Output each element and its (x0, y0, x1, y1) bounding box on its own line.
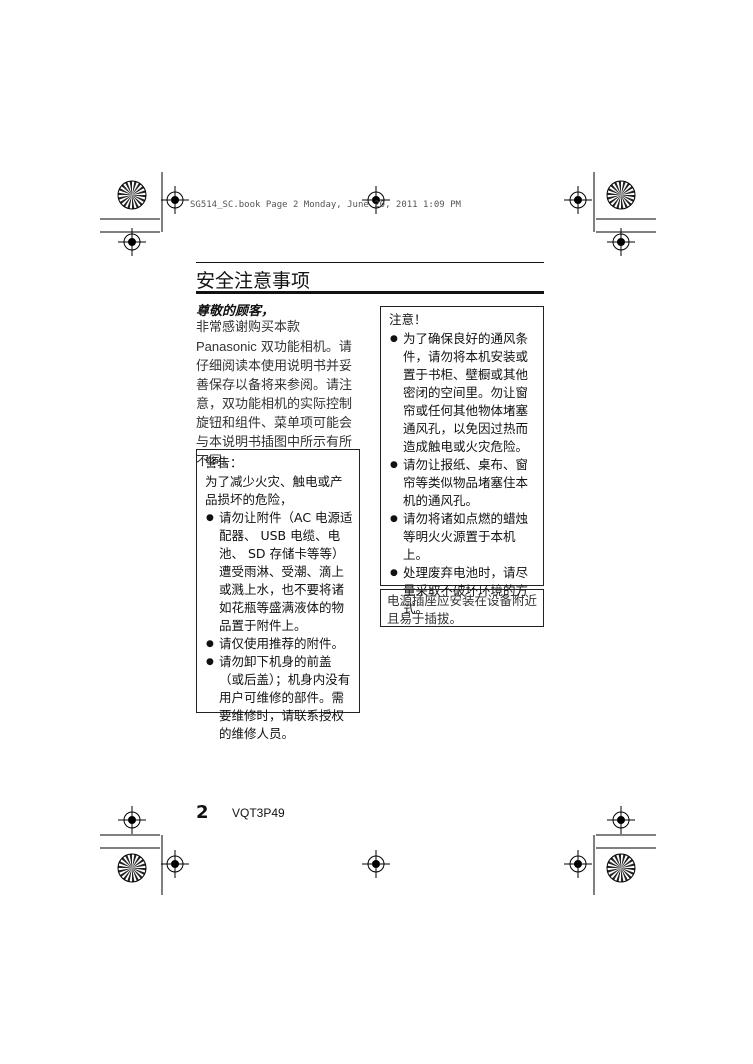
page-number: 2 (196, 802, 209, 823)
caution-item: 为了确保良好的通风条件，请勿将本机安装或置于书柜、壁橱或其他密闭的空间里。勿让窗… (389, 330, 537, 456)
intro-paragraph: 非常感谢购买本款 Panasonic 双功能相机。请仔细阅读本使用说明书并妥善保… (196, 318, 361, 471)
registration-target (118, 228, 146, 256)
caution-box: 注意！ 为了确保良好的通风条件，请勿将本机安装或置于书柜、壁橱或其他密闭的空间里… (380, 306, 544, 616)
star-target (606, 853, 636, 883)
registration-target (607, 228, 635, 256)
page-title: 安全注意事项 (196, 270, 311, 292)
registration-target (362, 850, 390, 878)
star-target (606, 180, 636, 210)
star-target (117, 180, 147, 210)
warning-lead: 为了减少火灾、触电或产品损坏的危险， (205, 474, 343, 507)
warning-heading: 警告： (205, 455, 243, 470)
registration-target (564, 186, 592, 214)
registration-target (161, 186, 189, 214)
caution-heading: 注意！ (389, 312, 427, 327)
warning-item: 请勿卸下机身的前盖（或后盖）；机身内没有用户可维修的部件。需要维修时，请联系授权… (205, 653, 353, 743)
intro-brand: Panasonic (196, 339, 257, 354)
greeting: 尊敬的顾客， (196, 304, 275, 319)
registration-target (161, 850, 189, 878)
warning-list: 请勿让附件（AC 电源适配器、 USB 电缆、电池、 SD 存储卡等等）遭受雨淋… (205, 509, 353, 743)
book-header-line: SG514_SC.book Page 2 Monday, June 20, 20… (190, 200, 461, 210)
caution-list: 为了确保良好的通风条件，请勿将本机安装或置于书柜、壁橱或其他密闭的空间里。勿让窗… (389, 330, 537, 618)
caution-item: 请勿让报纸、桌布、窗帘等类似物品堵塞住本机的通风孔。 (389, 456, 537, 510)
warning-item: 请勿让附件（AC 电源适配器、 USB 电缆、电池、 SD 存储卡等等）遭受雨淋… (205, 509, 353, 635)
warning-box: 警告： 为了减少火灾、触电或产品损坏的危险， 请勿让附件（AC 电源适配器、 U… (196, 449, 360, 741)
caution-item: 处理废弃电池时，请尽量采取不破坏环境的方式。 (389, 564, 537, 618)
registration-target (564, 850, 592, 878)
outlet-note-box: 电源插座应安装在设备附近且易于插拔。 (380, 589, 544, 627)
caution-item: 请勿将诸如点燃的蜡烛等明火火源置于本机上。 (389, 510, 537, 564)
registration-target (118, 806, 146, 834)
star-target (117, 853, 147, 883)
warning-item: 请仅使用推荐的附件。 (205, 635, 353, 653)
document-code: VQT3P49 (232, 806, 285, 820)
top-rule (196, 262, 544, 263)
intro-line1: 非常感谢购买本款 (196, 320, 301, 335)
registration-target (362, 186, 390, 214)
intro-rest: 双功能相机。请仔细阅读本使用说明书并妥善保存以备将来参阅。请注意，双功能相机的实… (196, 340, 353, 469)
registration-target (607, 806, 635, 834)
title-rule (196, 291, 544, 294)
